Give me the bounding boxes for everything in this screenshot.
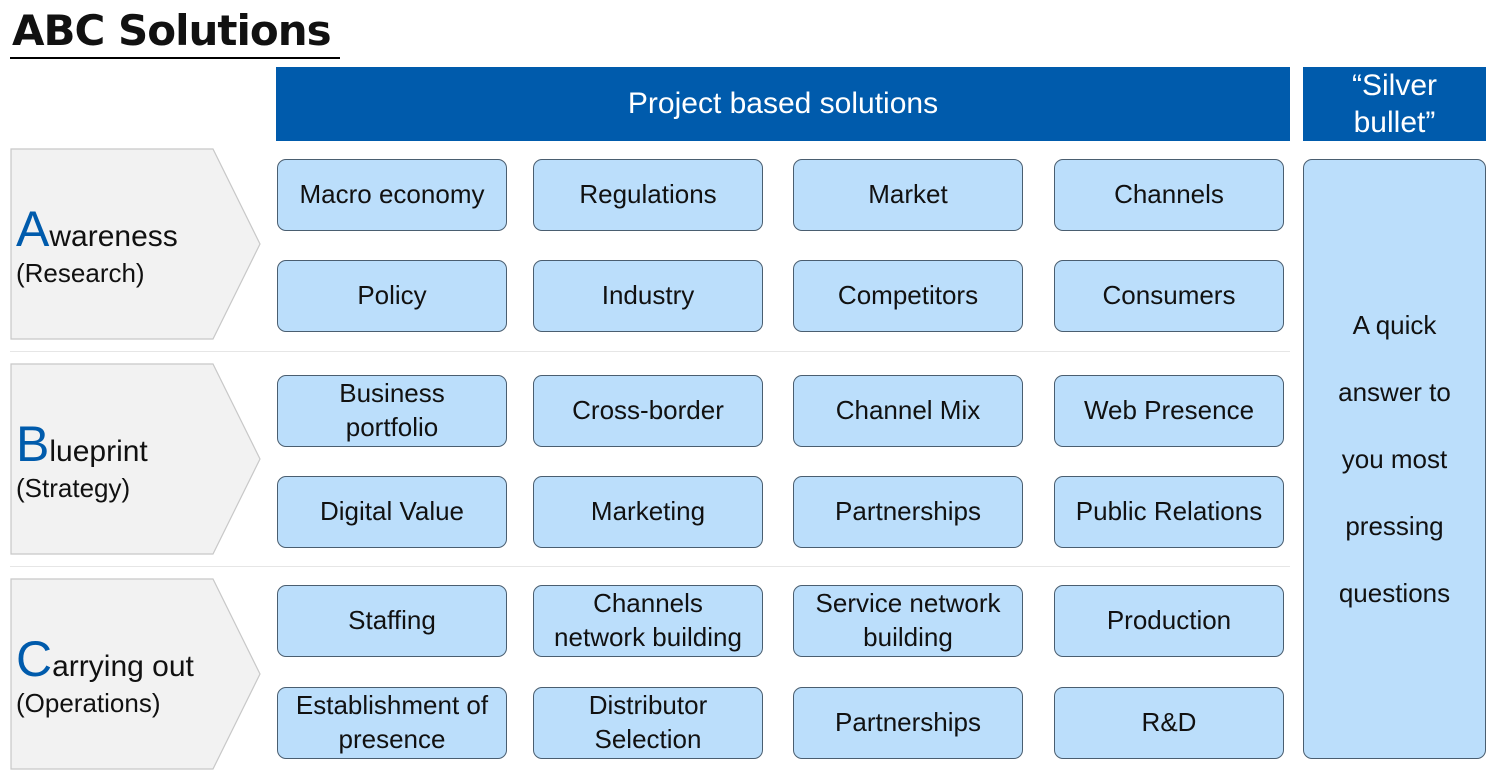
stage-initial: A (16, 201, 50, 257)
stage-carrying-out: Carrying out (Operations) (10, 578, 262, 770)
solution-box: Production (1054, 585, 1284, 657)
solution-box: Competitors (793, 260, 1023, 332)
solution-box: Establishment of presence (277, 687, 507, 759)
solution-box: Partnerships (793, 687, 1023, 759)
solution-box: Policy (277, 260, 507, 332)
solution-box: Distributor Selection (533, 687, 763, 759)
solution-box: Channels (1054, 159, 1284, 231)
stage-initial: C (16, 631, 53, 687)
stage-title: Awareness (16, 204, 178, 254)
stage-subtitle: (Strategy) (16, 473, 131, 503)
solution-box: Business portfolio (277, 375, 507, 447)
project-solutions-header: Project based solutions (276, 67, 1290, 141)
solution-box: Public Relations (1054, 476, 1284, 548)
chevron-arrow-shape (10, 148, 261, 340)
stage-title: Carrying out (16, 634, 194, 684)
silver-bullet-header: “Silver bullet” (1303, 67, 1486, 141)
solution-box: Marketing (533, 476, 763, 548)
solution-box: Cross-border (533, 375, 763, 447)
stage-subtitle: (Operations) (16, 688, 161, 718)
solution-box: Service network building (793, 585, 1023, 657)
stage-title-rest: wareness (49, 220, 178, 253)
stage-blueprint: Blueprint (Strategy) (10, 363, 262, 555)
stage-subtitle: (Research) (16, 258, 145, 288)
solution-box: Channel Mix (793, 375, 1023, 447)
solution-box: Macro economy (277, 159, 507, 231)
section-divider (10, 351, 1290, 352)
chevron-arrow-shape (10, 363, 261, 555)
stage-awareness: Awareness (Research) (10, 148, 262, 340)
stage-title-rest: lueprint (49, 435, 148, 468)
solution-box: Staffing (277, 585, 507, 657)
silver-bullet-answer: A quick answer to you most pressing ques… (1303, 159, 1486, 759)
title-underline (10, 57, 340, 59)
solution-box: Regulations (533, 159, 763, 231)
stage-title: Blueprint (16, 419, 148, 469)
solution-box: Digital Value (277, 476, 507, 548)
solution-box: Channels network building (533, 585, 763, 657)
solution-box: Market (793, 159, 1023, 231)
section-divider (10, 566, 1290, 567)
page-title: ABC Solutions (12, 6, 332, 55)
solution-box: Industry (533, 260, 763, 332)
stage-title-rest: arrying out (52, 650, 194, 683)
solution-box: Consumers (1054, 260, 1284, 332)
chevron-arrow-shape (10, 578, 261, 770)
stage-initial: B (16, 416, 50, 472)
solution-box: R&D (1054, 687, 1284, 759)
solution-box: Web Presence (1054, 375, 1284, 447)
solution-box: Partnerships (793, 476, 1023, 548)
